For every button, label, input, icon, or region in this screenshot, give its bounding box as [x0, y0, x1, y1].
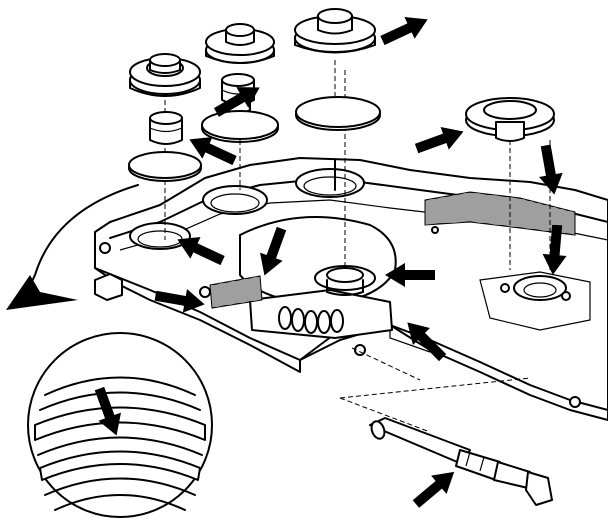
- center-retainer: [314, 70, 376, 296]
- detail-magnifier: [6, 184, 213, 518]
- piston-assembly-right: [294, 8, 381, 191]
- piston-assembly-middle: [201, 23, 279, 190]
- piston-assembly-left: [128, 53, 202, 240]
- spring-coils: [278, 306, 344, 334]
- callout-arrow-10: [408, 462, 462, 514]
- detail-rings: [34, 376, 206, 511]
- callout-arrow-1: [377, 8, 433, 52]
- retainer-cap-right: [465, 97, 555, 270]
- service-tool-rod: [369, 417, 553, 506]
- callout-arrow-3: [412, 120, 468, 160]
